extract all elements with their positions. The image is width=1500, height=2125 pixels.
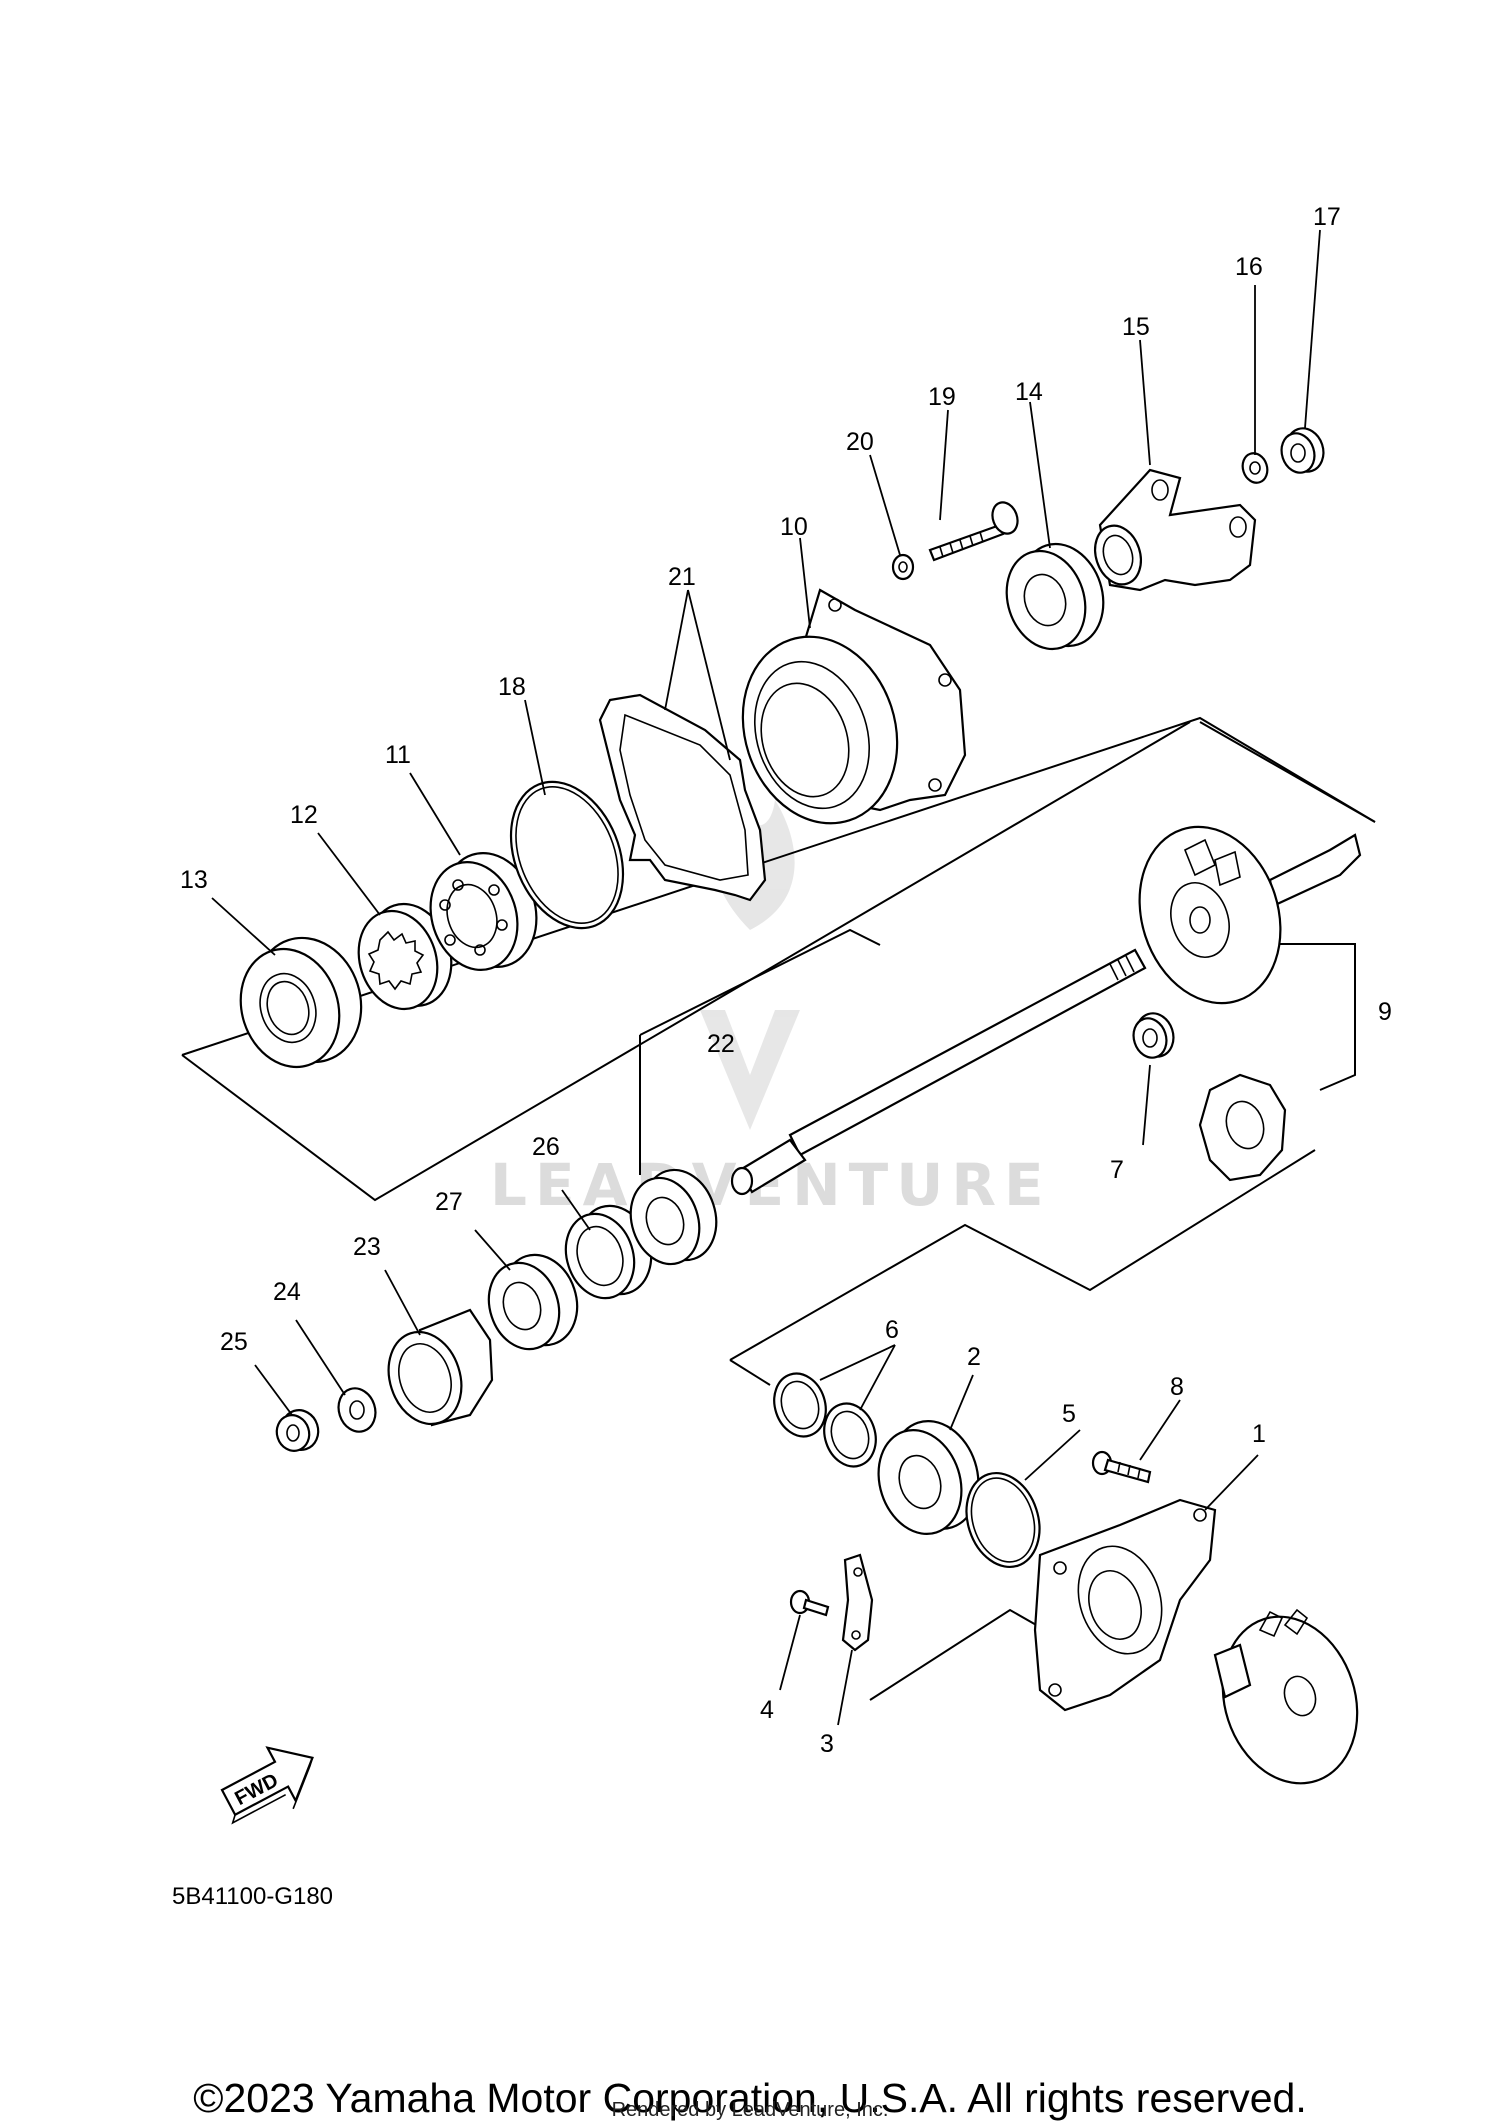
part-22-shaft [730,948,1147,1196]
part-2-bearing [877,1420,980,1535]
watermark-v-icon [700,1010,800,1130]
callout-12: 12 [290,801,318,829]
callout-9: 9 [1378,998,1392,1026]
callout-6: 6 [885,1316,899,1344]
callout-13: 13 [180,866,208,894]
part-9-ring-gear [1138,825,1362,1005]
part-3-plate [841,1553,874,1652]
callout-24: 24 [273,1278,301,1306]
part-24-washer [337,1387,377,1433]
part-25-nut [275,1409,320,1452]
part-23-coupling [387,1308,494,1427]
callout-7: 7 [1110,1156,1124,1184]
part-16-washer [1241,452,1269,484]
callout-22: 22 [707,1030,735,1058]
part-27-bearing [487,1253,579,1351]
diagram-code: 5B41100-G180 [172,1883,334,1910]
callout-19: 19 [928,383,956,411]
part-5-o-ring [965,1471,1041,1569]
callout-18: 18 [498,673,526,701]
callout-26: 26 [532,1133,560,1161]
fwd-arrow: FWD [220,1746,314,1825]
part-20-washer [891,553,915,581]
callout-11: 11 [385,741,411,769]
part-21-gasket [598,693,767,902]
callout-14: 14 [1015,378,1043,406]
part-10-housing [741,588,967,825]
part-13-bearing [239,936,363,1069]
part-11-bearing [429,852,538,971]
callout-25: 25 [220,1328,248,1356]
callout-27: 27 [435,1188,463,1216]
callout-17: 17 [1313,203,1341,231]
part-9-pinion-gear [1198,1073,1287,1182]
part-8-bolt [1091,1450,1152,1484]
callout-labels: 1 2 3 4 5 6 7 8 9 10 11 12 13 14 15 16 1… [180,203,1392,1758]
part-14-bearing [1005,542,1105,651]
callout-20: 20 [846,428,874,456]
callout-23: 23 [353,1233,381,1261]
part-12-ring-nut [357,902,453,1011]
part-1-housing-cover [1033,1498,1217,1712]
callout-10: 10 [780,513,808,541]
part-6-shims [773,1372,877,1468]
part-4-screw [789,1589,830,1617]
part-17-nut [1280,427,1325,474]
callout-4: 4 [760,1696,774,1724]
part-15-yoke [1094,468,1257,592]
part-7-nut [1132,1012,1175,1059]
callout-15: 15 [1122,313,1150,341]
leader-lines [211,229,1321,1726]
part-1-bevel-gear [1213,1608,1359,1785]
callout-8: 8 [1170,1373,1184,1401]
copyright-notice: ©2023 Yamaha Motor Corporation, U.S.A. A… [193,2075,1307,2121]
callout-2: 2 [967,1343,981,1371]
rendered-by-notice: Rendered by LeadVenture, Inc. [611,2099,889,2121]
callout-21: 21 [668,563,696,591]
callout-3: 3 [820,1730,834,1758]
part-19-bolt [928,501,1019,562]
part-18-o-ring [509,780,625,930]
part-22-bearing [629,1168,718,1266]
callout-16: 16 [1235,253,1263,281]
callout-1: 1 [1252,1420,1266,1448]
callout-5: 5 [1062,1400,1076,1428]
